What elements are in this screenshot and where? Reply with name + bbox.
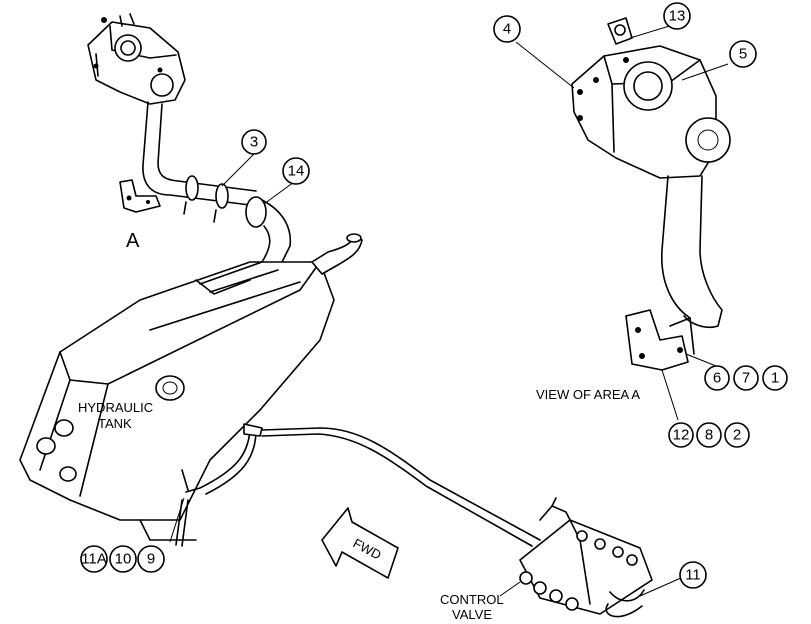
svg-text:3: 3: [250, 134, 258, 151]
bracket-right: [625, 309, 695, 371]
callout-2: 2: [724, 422, 750, 448]
area-a-letter: A: [126, 230, 140, 252]
svg-text:11A: 11A: [81, 551, 107, 568]
callout-6: 6: [704, 365, 730, 391]
control-valve-label-line1: CONTROL: [440, 592, 504, 607]
callout-13: 13: [663, 2, 691, 30]
suction-hose-right: [661, 175, 723, 329]
callout-12: 12: [668, 422, 694, 448]
control-valve: [519, 497, 653, 618]
callout-3: 3: [241, 129, 267, 155]
hydraulic-tank: [19, 233, 363, 541]
callout-8: 8: [696, 422, 722, 448]
callout-11: 11: [679, 561, 707, 589]
pump-right: [571, 17, 731, 179]
control-valve-label-line2: VALVE: [452, 607, 492, 622]
callout-7: 7: [733, 365, 759, 391]
svg-text:11: 11: [685, 567, 701, 584]
bracket-area-a: [119, 179, 161, 213]
tank-label-line1: HYDRAULIC: [78, 400, 153, 415]
svg-text:10: 10: [115, 551, 132, 568]
return-lines: [175, 423, 541, 547]
svg-text:9: 9: [147, 551, 155, 568]
callout-10: 10: [109, 545, 137, 573]
tank-label-line2: TANK: [98, 416, 132, 431]
svg-text:5: 5: [739, 46, 747, 63]
svg-text:13: 13: [669, 8, 686, 25]
svg-text:14: 14: [288, 163, 305, 180]
control-valve-leader: [499, 581, 521, 597]
fwd-arrow: FWD: [321, 507, 399, 579]
svg-text:4: 4: [503, 21, 511, 38]
callout-11a: 11A: [80, 545, 108, 573]
view-caption: VIEW OF AREA A: [536, 387, 640, 402]
svg-text:1: 1: [771, 370, 779, 387]
svg-text:12: 12: [673, 427, 690, 444]
svg-text:8: 8: [705, 427, 713, 444]
svg-text:6: 6: [713, 370, 721, 387]
pump-top-left: [87, 13, 186, 105]
callout-14: 14: [282, 157, 310, 185]
svg-text:7: 7: [742, 370, 750, 387]
callout-9: 9: [137, 545, 165, 573]
callout-4: 4: [493, 15, 521, 43]
suction-hose-left: [142, 101, 292, 271]
callout-1: 1: [762, 365, 788, 391]
svg-text:2: 2: [733, 427, 741, 444]
callout-5: 5: [729, 40, 757, 68]
